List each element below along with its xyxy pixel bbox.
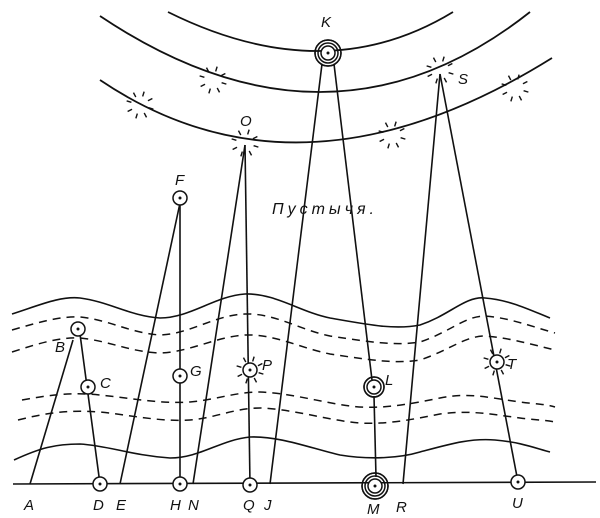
river-bank-bottom xyxy=(13,436,551,461)
label-G: G xyxy=(190,363,202,380)
star-burst-icon xyxy=(501,74,529,102)
label-Q: Q xyxy=(243,497,255,514)
line-E-F xyxy=(119,202,181,485)
river-dashed-3 xyxy=(21,391,556,409)
label-O: O xyxy=(240,113,252,130)
point-T xyxy=(489,354,505,370)
star-burst-icon xyxy=(199,66,227,94)
label-N: N xyxy=(188,497,199,514)
outer-arc xyxy=(99,57,553,144)
star-burst-icon xyxy=(426,56,454,84)
region-label: Пустычя. xyxy=(272,201,378,218)
point-M xyxy=(361,472,389,500)
label-S: S xyxy=(458,71,468,88)
label-A: A xyxy=(23,497,34,514)
label-P: P xyxy=(262,357,272,374)
point-P xyxy=(242,362,258,378)
ground-line xyxy=(12,481,597,485)
point-H xyxy=(172,476,188,492)
line-S-U xyxy=(439,73,519,483)
line-L-M xyxy=(373,395,377,478)
label-L: L xyxy=(385,372,393,389)
point-U xyxy=(510,474,526,490)
label-R: R xyxy=(396,499,407,516)
point-B xyxy=(70,321,86,337)
label-M: M xyxy=(367,501,380,518)
label-J: J xyxy=(263,497,272,514)
label-T: T xyxy=(507,356,518,373)
point-L xyxy=(363,376,385,398)
point-G xyxy=(172,368,188,384)
label-U: U xyxy=(512,495,523,512)
river-dashed-2 xyxy=(11,334,556,363)
star-burst-icon xyxy=(236,356,264,384)
point-K xyxy=(314,39,342,67)
label-E: E xyxy=(116,497,127,514)
point-D xyxy=(92,476,108,492)
point-C xyxy=(80,379,96,395)
river-dashed-1 xyxy=(11,313,556,345)
river-dashed-4 xyxy=(17,407,556,425)
middle-arc xyxy=(99,11,531,93)
label-H: H xyxy=(170,497,181,514)
line-J-K xyxy=(269,63,323,485)
label-C: C xyxy=(100,375,111,392)
star-burst-icon xyxy=(231,129,259,157)
inner-arc xyxy=(167,11,454,52)
label-K: K xyxy=(321,14,332,31)
line-B-D xyxy=(79,333,101,485)
label-F: F xyxy=(175,172,185,189)
line-K-L xyxy=(333,63,373,381)
line-N-O xyxy=(192,144,246,485)
label-B: B xyxy=(55,339,65,356)
line-R-S xyxy=(402,73,441,485)
line-A-B xyxy=(29,339,74,485)
label-D: D xyxy=(93,497,104,514)
river-bank-top xyxy=(11,293,551,328)
point-F xyxy=(172,190,188,206)
star-burst-icon xyxy=(378,121,406,149)
line-O-Q xyxy=(244,144,251,486)
point-Q xyxy=(242,477,258,493)
star-burst-icon xyxy=(126,91,154,119)
star-burst-icon xyxy=(483,348,511,376)
